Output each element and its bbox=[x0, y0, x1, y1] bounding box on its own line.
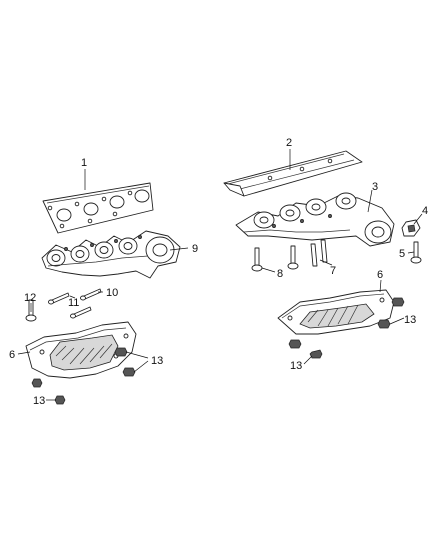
callout-13-right-b: 13 bbox=[290, 360, 302, 372]
callout-12: 12 bbox=[24, 292, 36, 304]
callout-9: 9 bbox=[192, 243, 198, 255]
callout-13-left-b: 13 bbox=[33, 395, 45, 407]
callout-11: 11 bbox=[68, 297, 79, 309]
heat-shield-left bbox=[25, 321, 137, 379]
callout-2: 2 bbox=[286, 137, 292, 149]
leader-5 bbox=[407, 251, 415, 254]
stud-right-7a bbox=[310, 243, 318, 267]
callout-6-left: 6 bbox=[9, 349, 15, 361]
leader-7 bbox=[319, 259, 333, 266]
leader-13-right-a bbox=[389, 317, 405, 325]
callout-3: 3 bbox=[372, 181, 378, 193]
sensor-bracket-4 bbox=[401, 219, 421, 237]
exhaust-manifold-left bbox=[41, 230, 181, 279]
callout-4: 4 bbox=[422, 205, 428, 217]
bolt-right-5 bbox=[410, 241, 422, 264]
callout-6-right: 6 bbox=[377, 269, 383, 281]
leader-6-left bbox=[17, 351, 31, 355]
callout-5: 5 bbox=[399, 248, 405, 260]
leader-6-right bbox=[379, 279, 382, 293]
leader-4 bbox=[413, 213, 423, 225]
bolt-right-8b bbox=[287, 245, 299, 270]
exhaust-manifold-right bbox=[235, 192, 395, 247]
nut-right-13a bbox=[391, 297, 405, 307]
stud-left-10 bbox=[80, 288, 102, 301]
callout-1: 1 bbox=[81, 157, 87, 169]
leader-9 bbox=[169, 247, 189, 251]
gasket-right bbox=[223, 150, 363, 197]
stud-left-11a bbox=[48, 292, 70, 305]
leader-lines bbox=[17, 149, 423, 401]
nut-left-13b bbox=[122, 367, 136, 377]
nut-left-13c bbox=[31, 378, 43, 388]
leader-13-left-b bbox=[133, 360, 149, 373]
leader-13-right-b bbox=[303, 355, 313, 365]
leader-13-left-a bbox=[125, 351, 149, 359]
callout-13-left-a: 13 bbox=[151, 355, 163, 367]
heat-shield-right bbox=[277, 289, 395, 335]
callout-8: 8 bbox=[277, 268, 283, 280]
nut-left-13d bbox=[54, 395, 66, 405]
stud-left-11b bbox=[70, 306, 92, 319]
nut-right-13b bbox=[377, 319, 391, 329]
callout-10: 10 bbox=[106, 287, 118, 299]
stud-right-7b bbox=[320, 239, 328, 263]
leader-8 bbox=[261, 267, 276, 273]
callout-7: 7 bbox=[330, 265, 336, 277]
nut-right-13d bbox=[309, 349, 323, 359]
gasket-left bbox=[42, 182, 154, 234]
callout-13-right-a: 13 bbox=[404, 314, 416, 326]
bolt-right-8a bbox=[251, 247, 263, 272]
leader-11 bbox=[69, 295, 76, 299]
nut-right-13c bbox=[288, 339, 302, 349]
callouts: 1 2 3 4 5 6 6 7 8 9 10 11 12 13 13 13 13 bbox=[9, 137, 428, 407]
nut-left-13a bbox=[114, 347, 128, 357]
leader-3 bbox=[367, 189, 373, 213]
